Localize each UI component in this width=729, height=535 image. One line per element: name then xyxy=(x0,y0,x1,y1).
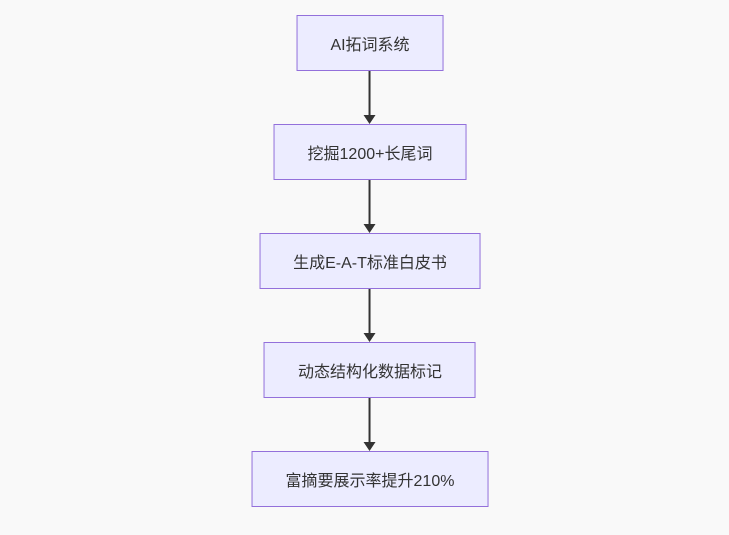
flowchart-node-longtail-mining: 挖掘1200+长尾词 xyxy=(273,124,467,180)
flow-arrow-4 xyxy=(364,398,376,451)
flowchart-node-structured-data: 动态结构化数据标记 xyxy=(263,342,476,398)
arrow-line xyxy=(369,289,371,334)
flowchart-node-eat-whitepaper: 生成E-A-T标准白皮书 xyxy=(259,233,481,289)
node-label: AI拓词系统 xyxy=(330,37,410,54)
node-label: 挖掘1200+长尾词 xyxy=(307,146,433,163)
node-label: 动态结构化数据标记 xyxy=(297,364,442,381)
flowchart-node-ai-system: AI拓词系统 xyxy=(296,15,444,71)
arrow-line xyxy=(369,71,371,116)
arrow-head-icon xyxy=(364,333,376,342)
arrow-line xyxy=(369,398,371,443)
flow-arrow-2 xyxy=(364,180,376,233)
node-label: 富摘要展示率提升210% xyxy=(285,473,455,490)
flowchart-node-rich-snippet-result: 富摘要展示率提升210% xyxy=(251,451,489,507)
arrow-head-icon xyxy=(364,115,376,124)
arrow-head-icon xyxy=(364,224,376,233)
flow-arrow-3 xyxy=(364,289,376,342)
arrow-line xyxy=(369,180,371,225)
node-label: 生成E-A-T标准白皮书 xyxy=(293,255,447,272)
flow-arrow-1 xyxy=(364,71,376,124)
flowchart: AI拓词系统 挖掘1200+长尾词 生成E-A-T标准白皮书 动态结构化数据标记… xyxy=(251,15,489,507)
arrow-head-icon xyxy=(364,442,376,451)
